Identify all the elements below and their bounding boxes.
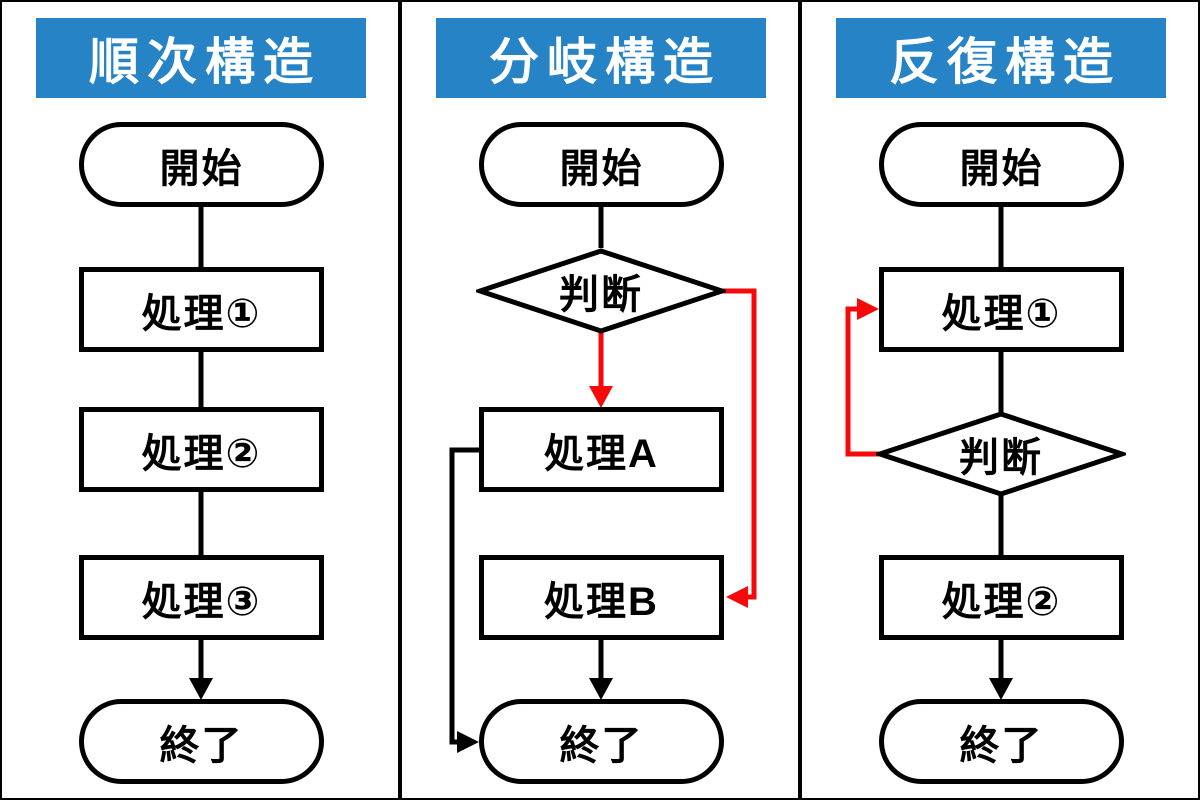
start-terminator: 開始 <box>879 122 1124 207</box>
panel-divider-2 <box>798 2 802 798</box>
process-3-box: 処理③ <box>79 555 324 640</box>
arrowhead-down-to-end <box>189 678 213 700</box>
panel-divider-1 <box>398 2 402 798</box>
arrowhead-right-to-end <box>457 731 479 753</box>
decision-diamond: 判断 <box>476 248 726 334</box>
process-2-box: 処理② <box>879 555 1124 640</box>
start-terminator: 開始 <box>79 122 324 207</box>
start-terminator: 開始 <box>479 122 724 207</box>
arrowhead-down-to-end <box>989 678 1013 700</box>
panel-loop: 反復構造 開始 処理① 判断 処理② 終了 <box>802 2 1198 798</box>
process-a-box: 処理A <box>479 407 724 492</box>
panel-sequential: 順次構造 開始 処理① 処理② 処理③ 終了 <box>2 2 398 798</box>
panel-title-sequential: 順次構造 <box>36 18 366 98</box>
process-b-box: 処理B <box>479 555 724 640</box>
process-1-box: 処理① <box>879 267 1124 352</box>
decision-diamond: 判断 <box>876 411 1126 497</box>
decision-label: 判断 <box>559 273 643 317</box>
panel-title-branch: 分岐構造 <box>436 18 766 98</box>
diamond-shape <box>476 248 726 334</box>
red-arrowhead-to-process-a <box>589 386 613 408</box>
process-1-box: 処理① <box>79 267 324 352</box>
process-2-box: 処理② <box>79 407 324 492</box>
end-terminator: 終了 <box>479 699 724 784</box>
red-arrowhead-loop-back <box>857 298 879 320</box>
panel-title-loop: 反復構造 <box>836 18 1166 98</box>
decision-label: 判断 <box>959 436 1043 480</box>
arrowhead-down-to-end <box>589 678 613 700</box>
end-terminator: 終了 <box>79 699 324 784</box>
end-terminator: 終了 <box>879 699 1124 784</box>
red-arrowhead-to-process-b <box>726 586 748 608</box>
panel-branch: 分岐構造 開始 判断 処理A 処理B 終了 <box>402 2 798 798</box>
diamond-shape <box>876 411 1126 497</box>
